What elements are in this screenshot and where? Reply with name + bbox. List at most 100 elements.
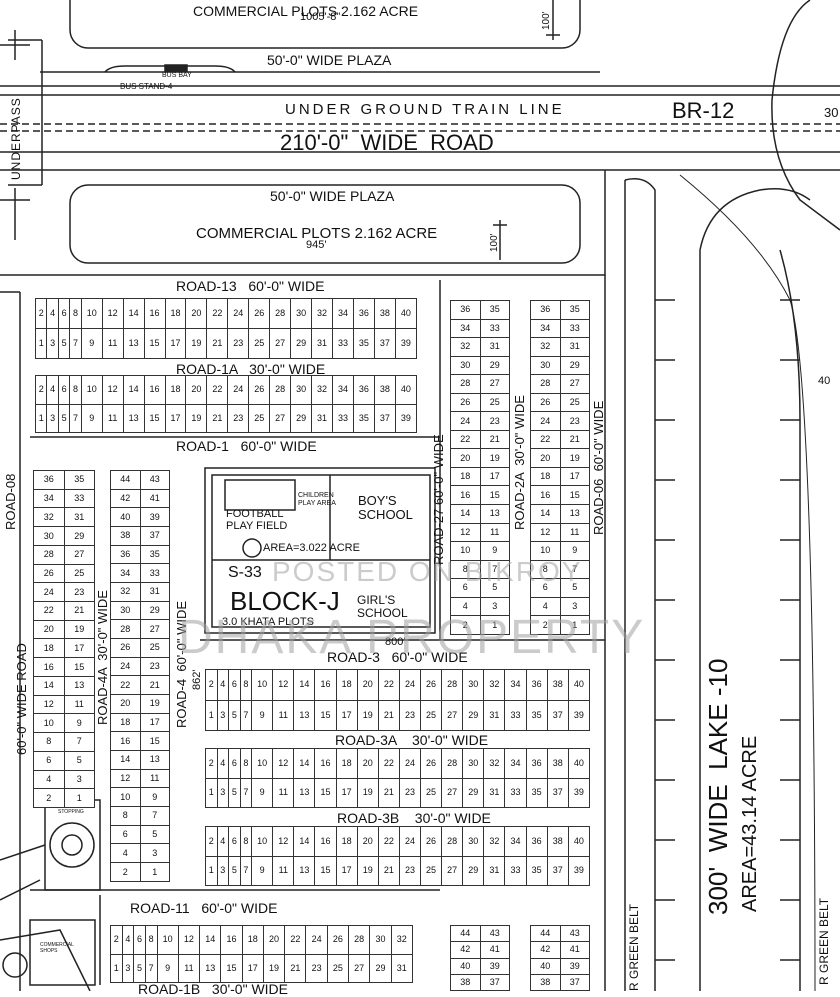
- edge-40-label: 40: [818, 375, 831, 387]
- plot-cell: 29: [479, 355, 510, 376]
- plot-cell: 9: [80, 403, 103, 433]
- plot-cell: 1: [559, 615, 590, 635]
- plot-cell: 36: [530, 300, 561, 320]
- plot-cell: 7: [239, 855, 253, 886]
- plot-cell: 7: [69, 403, 82, 433]
- plot-cell: 2: [205, 669, 218, 701]
- plot-cell: 9: [139, 787, 170, 808]
- plot-cell: 24: [227, 375, 250, 405]
- plot-cell: 8: [239, 826, 253, 857]
- plot-cell: 12: [272, 826, 295, 857]
- lake-right-edge: [779, 249, 801, 991]
- plot-cell: 27: [559, 374, 590, 394]
- plot-cell: 5: [139, 824, 170, 845]
- plot-cell: 14: [293, 748, 316, 779]
- plot-cell: 1: [479, 615, 510, 635]
- plot-cell: 20: [110, 694, 141, 714]
- bus-stand-label: BUS STAND-4: [120, 82, 173, 91]
- plot-cell: 40: [450, 957, 481, 975]
- plot-cell: 31: [390, 953, 414, 983]
- plot-cell: 24: [33, 582, 65, 603]
- plot-cell: 12: [530, 522, 561, 543]
- plot-cell: 28: [530, 374, 561, 394]
- plot-cell: 32: [33, 507, 65, 528]
- plot-cell: 34: [33, 488, 65, 509]
- plot-cell: 29: [559, 355, 590, 376]
- plot-cell: 28: [33, 544, 65, 565]
- plot-cell: 40: [530, 957, 561, 975]
- plot-cell: 20: [356, 748, 379, 779]
- plot-cell: 16: [314, 669, 337, 701]
- commercial-plot-bottom: [69, 184, 581, 264]
- plot-cell: 40: [394, 298, 418, 329]
- plot-cell: 3: [559, 596, 590, 617]
- road-2a-label: ROAD-2A 30'-0" WIDE: [512, 395, 527, 530]
- plot-cell: 27: [479, 374, 510, 394]
- plot-cell: 40: [567, 826, 591, 857]
- plot-cell: 3: [479, 596, 510, 617]
- girls-school-label: GIRL'S SCHOOL: [357, 593, 408, 621]
- underpass-label: UNDERPASS: [9, 97, 23, 180]
- plot-cell: 36: [352, 375, 375, 405]
- plot-cell: 19: [356, 699, 379, 731]
- plot-cell: 16: [143, 375, 166, 405]
- plot-cell: 37: [546, 699, 569, 731]
- plot-cell: 36: [33, 470, 65, 490]
- plot-cell: 13: [293, 699, 316, 731]
- road-3b-label: ROAD-3B 30'-0" WIDE: [337, 810, 491, 826]
- plot-cell: 16: [220, 925, 243, 955]
- plot-cell: 19: [185, 403, 208, 433]
- plot-cell: 10: [33, 713, 65, 734]
- plot-cell: 23: [398, 855, 422, 886]
- plot-cell: 1: [34, 403, 48, 433]
- block-j-label: BLOCK-J: [230, 586, 340, 616]
- plot-cell: 12: [110, 768, 141, 789]
- plot-cell: 24: [398, 748, 422, 779]
- plot-cell: 22: [377, 826, 400, 857]
- plot-cell: 25: [248, 328, 271, 359]
- plot-cell: 23: [305, 953, 328, 983]
- plot-cell: 33: [332, 403, 354, 433]
- plot-cell: 28: [450, 374, 481, 394]
- plot-cell: 19: [356, 855, 379, 886]
- plot-cell: 24: [227, 298, 250, 329]
- plot-cell: 15: [143, 328, 166, 359]
- plot-cell: 29: [139, 600, 170, 621]
- road-08-label: ROAD-08: [3, 473, 18, 530]
- plot-cell: 38: [530, 973, 561, 992]
- plot-cell: 38: [546, 826, 569, 857]
- plot-cell: 33: [504, 855, 527, 886]
- plot-cell: 20: [185, 298, 208, 329]
- plot-cell: 22: [206, 298, 229, 329]
- plot-cell: 37: [479, 973, 510, 992]
- plot-cell: 32: [483, 669, 506, 701]
- plot-cell: 13: [293, 855, 316, 886]
- plot-cell: 10: [80, 375, 103, 405]
- plot-cell: 39: [394, 328, 418, 359]
- plot-cell: 15: [479, 485, 510, 506]
- dim-100-top: 100': [541, 11, 552, 30]
- plot-cell: 14: [199, 925, 222, 955]
- plot-cell: 21: [377, 699, 400, 731]
- plaza-bottom-label: 50'-0" WIDE PLAZA: [270, 188, 395, 204]
- plot-cell: 5: [228, 777, 241, 808]
- plot-cell: 36: [450, 300, 481, 320]
- plot-cell: 39: [567, 777, 591, 808]
- plot-cell: 26: [419, 669, 443, 701]
- plot-cell: 23: [227, 403, 250, 433]
- plot-cell: 33: [332, 328, 354, 359]
- plot-cell: 38: [110, 526, 141, 546]
- plot-cell: 30: [530, 355, 561, 376]
- plot-cell: 12: [450, 522, 481, 543]
- plot-cell: 9: [251, 777, 274, 808]
- plot-cell: 5: [228, 699, 241, 731]
- plot-cell: 33: [559, 318, 590, 339]
- plot-cell: 15: [559, 485, 590, 506]
- plot-cell: 10: [156, 925, 179, 955]
- plot-cell: 37: [559, 973, 590, 992]
- plot-cell: 20: [356, 669, 379, 701]
- plot-cell: 37: [546, 855, 569, 886]
- plot-cell: 28: [441, 748, 464, 779]
